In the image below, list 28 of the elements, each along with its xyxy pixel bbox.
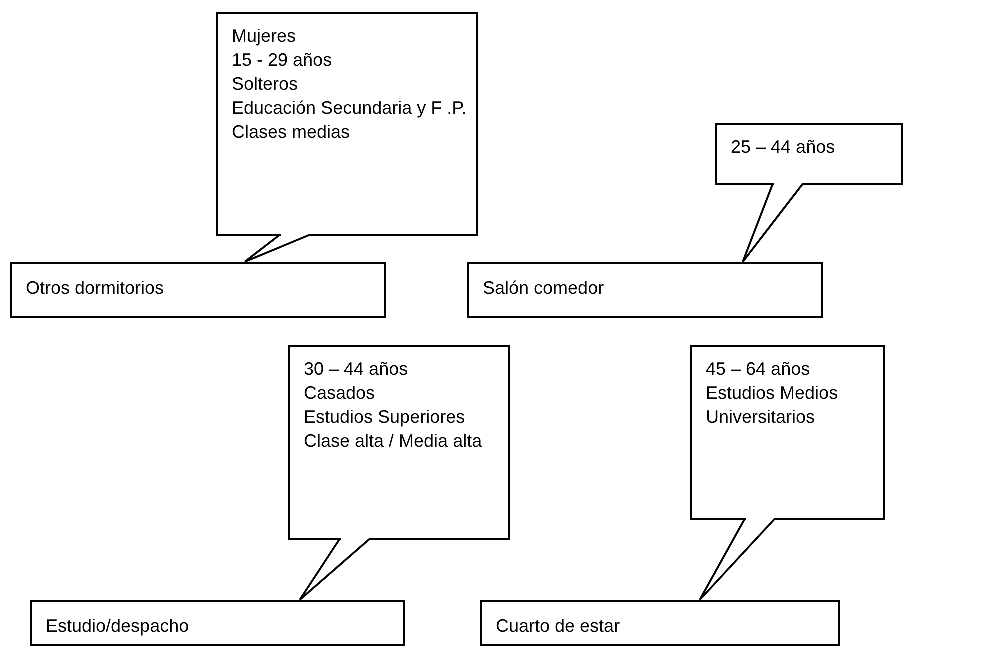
callout-text: 30 – 44 años xyxy=(304,358,410,381)
room-box xyxy=(480,600,840,646)
callout-text: Universitarios xyxy=(706,406,816,429)
callout-text: Casados xyxy=(304,382,376,405)
callout-text: 45 – 64 años xyxy=(706,358,812,381)
callout-tail xyxy=(699,518,776,601)
callout-text: 25 – 44 años xyxy=(731,136,836,159)
callout-text: Estudio/despacho xyxy=(46,615,190,638)
room-box xyxy=(10,262,386,318)
callout-tail xyxy=(244,234,311,263)
callout-tail xyxy=(299,538,371,601)
room-box xyxy=(467,262,823,318)
callout-text: Clases medias xyxy=(232,121,352,144)
callout-text: Cuarto de estar xyxy=(496,615,622,638)
speech-bubble xyxy=(715,123,903,185)
speech-bubble xyxy=(288,345,510,540)
callout-text: Estudios Medios xyxy=(706,382,840,405)
callout-text: Mujeres xyxy=(232,25,298,48)
callout-text: 15 - 29 años xyxy=(232,49,334,72)
callout-text: Clase alta / Media alta xyxy=(304,430,484,453)
speech-bubble xyxy=(216,12,478,236)
callout-text: Otros dormitorios xyxy=(26,277,166,300)
callout-text: Salón comedor xyxy=(483,277,606,300)
speech-bubble xyxy=(690,345,885,520)
room-box xyxy=(30,600,405,646)
callout-tail xyxy=(742,183,804,263)
callout-text: Estudios Superiores xyxy=(304,406,466,429)
callout-text: Solteros xyxy=(232,73,300,96)
